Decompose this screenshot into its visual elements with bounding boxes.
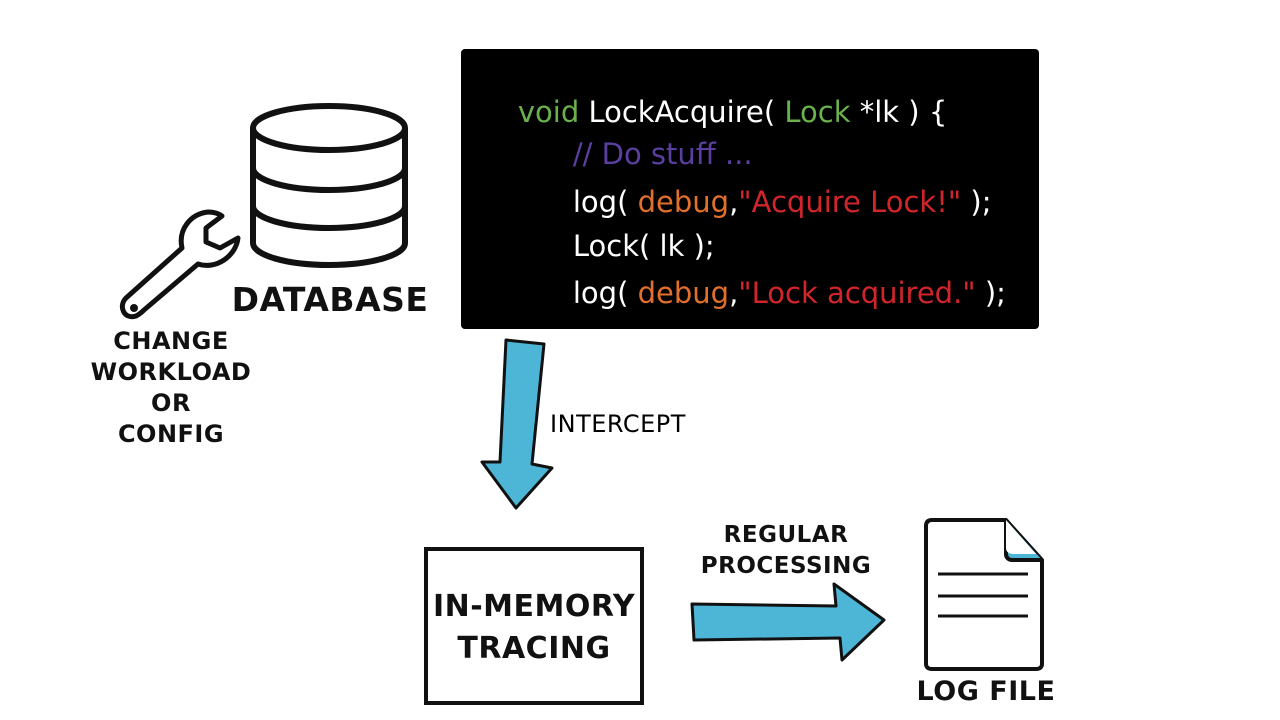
document-icon [924, 518, 1044, 671]
code-line-log-acquired: log( debug,"Lock acquired." ); [572, 276, 1006, 310]
log-file-label: LOG FILE [916, 676, 1056, 707]
down-arrow-icon [480, 338, 554, 510]
code-block: void LockAcquire( Lock *lk ) { // Do stu… [461, 49, 1039, 360]
code-line-signature: void LockAcquire( Lock *lk ) { [517, 95, 948, 129]
code-line-log-acquire: log( debug,"Acquire Lock!" ); [572, 185, 992, 219]
code-line-close-brace: } [489, 283, 544, 360]
intercept-label: INTERCEPT [550, 410, 686, 438]
in-memory-tracing-box: IN-MEMORY TRACING [424, 547, 644, 705]
change-workload-label: CHANGE WORKLOAD OR CONFIG [90, 327, 252, 448]
database-label: DATABASE [231, 280, 429, 319]
code-line-lock-call: Lock( lk ); [572, 229, 715, 263]
right-arrow-icon [690, 582, 886, 662]
wrench-icon [119, 209, 241, 320]
code-line-comment: // Do stuff ... [572, 137, 753, 171]
database-icon [250, 103, 408, 268]
regular-processing-label: REGULAR PROCESSING [700, 522, 872, 579]
